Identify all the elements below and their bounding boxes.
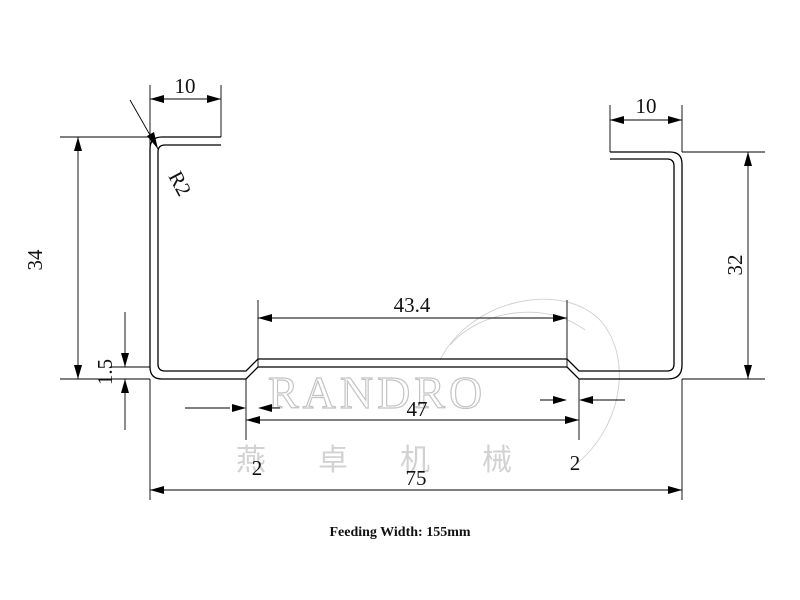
dim-right-flange: 10 xyxy=(636,94,657,118)
dim-left-flange: 10 xyxy=(175,74,196,98)
extension-lines xyxy=(60,85,765,500)
dimension-lines xyxy=(74,95,752,494)
profile-outer-line xyxy=(149,136,683,380)
watermark: RANDRO 燕 卓 机 械 xyxy=(236,298,620,478)
dim-left-height: 34 xyxy=(23,249,47,271)
dim-right-height: 32 xyxy=(723,255,747,276)
watermark-swoosh xyxy=(439,298,620,466)
feeding-width-caption: Feeding Width: 155mm xyxy=(329,525,471,540)
dim-web-width: 47 xyxy=(407,397,428,421)
dim-left-offset: 2 xyxy=(252,456,263,480)
dim-radius: R2 xyxy=(164,167,197,200)
dim-bottom-flat: 43.4 xyxy=(394,293,431,317)
watermark-cn-3: 机 xyxy=(400,443,430,478)
profile-shape xyxy=(149,136,683,380)
profile-inner-line xyxy=(157,144,675,372)
watermark-cn-1: 燕 xyxy=(236,443,266,478)
watermark-brand: RANDRO xyxy=(268,367,486,418)
dimension-labels: 10 10 R2 34 32 1.5 43.4 47 2 2 75 xyxy=(23,74,747,490)
dim-total-width: 75 xyxy=(406,466,427,490)
dim-step-height: 1.5 xyxy=(93,359,117,385)
watermark-cn-4: 械 xyxy=(482,443,512,478)
watermark-cn-2: 卓 xyxy=(318,443,348,478)
dim-right-offset: 2 xyxy=(570,451,581,475)
